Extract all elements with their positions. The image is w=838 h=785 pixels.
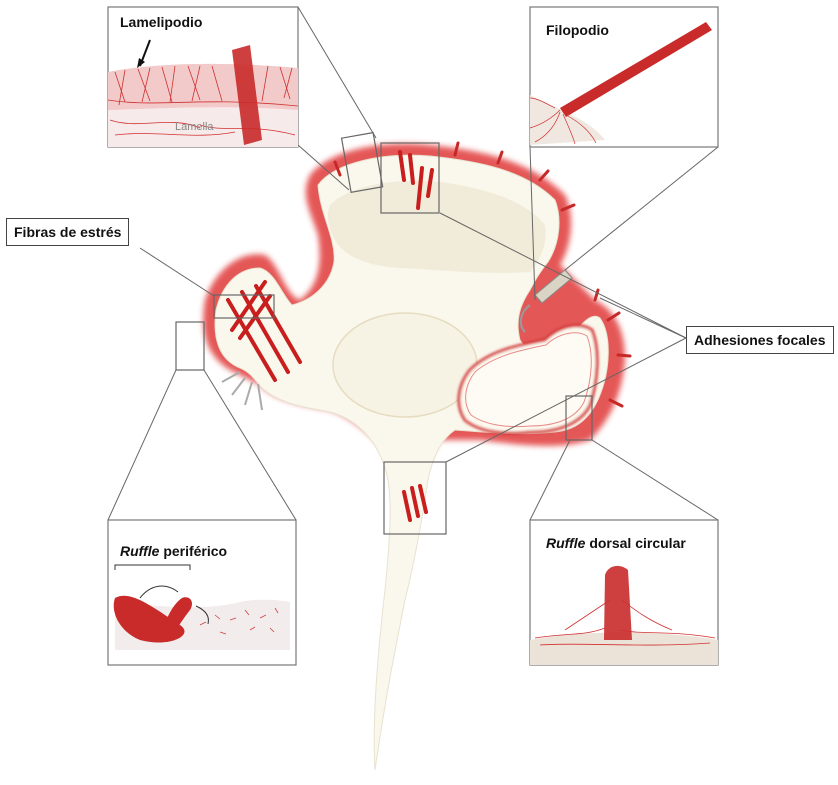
ruffle-word-2: Ruffle (546, 535, 585, 551)
fibras-label: Fibras de estrés (6, 218, 129, 246)
ruffle-dorsal-rest: dorsal circular (589, 535, 686, 551)
lamella-label: Lamella (175, 121, 214, 133)
ruffle-word: Ruffle (120, 543, 159, 559)
inset-ruffle-periferico (108, 520, 296, 665)
nucleus (333, 313, 477, 417)
ruffle-periferico-rest: periférico (163, 543, 227, 559)
ruffle-periferico-label: Ruffle periférico (120, 543, 227, 559)
ruffle-dorsal-label: Ruffle dorsal circular (546, 535, 686, 551)
lamelipodio-label: Lamelipodio (120, 14, 202, 30)
adhesiones-label: Adhesiones focales (686, 326, 834, 354)
filopodio-label: Filopodio (546, 22, 609, 38)
